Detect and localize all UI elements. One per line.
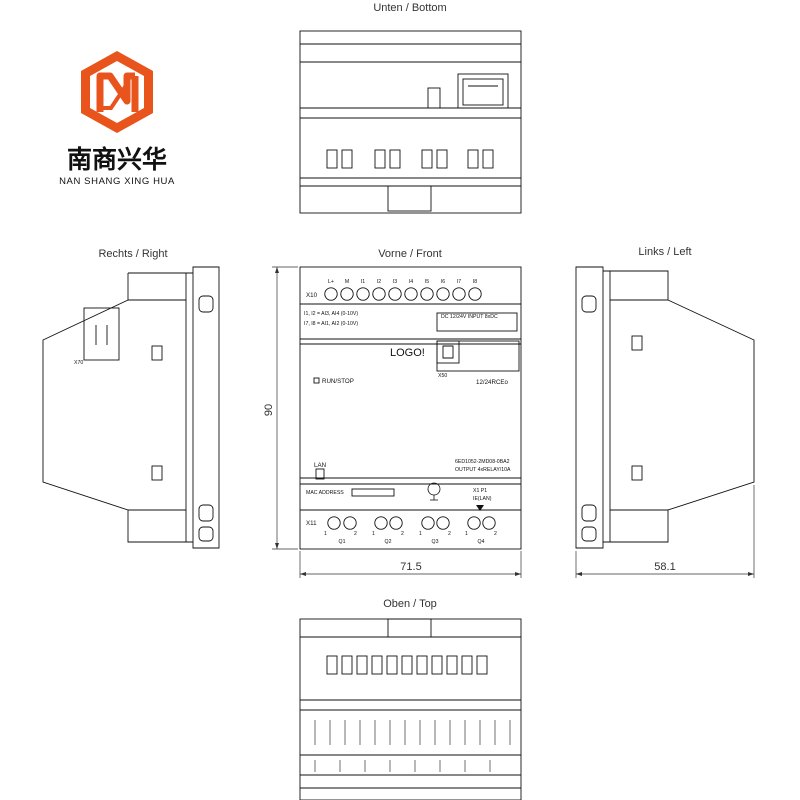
output-terminal-screws — [327, 516, 496, 530]
mac-label: MAC ADDRESS — [306, 490, 344, 496]
order-number: 6ED1052-2MD08-0BA2 — [455, 459, 510, 465]
input-label: I8 — [473, 279, 477, 285]
supply-spec: DC 12/24V INPUT 8xDC — [441, 314, 498, 320]
port-label-2: IE(LAN) — [473, 496, 492, 502]
pin-label: 2 — [354, 531, 357, 537]
output-label: Q1 — [339, 539, 346, 545]
hexagon-nh-logo-icon — [81, 51, 153, 133]
ground-symbol-icon — [427, 482, 441, 501]
pin-label: 2 — [448, 531, 451, 537]
slot-label: X50 — [438, 373, 447, 379]
brand-name-en: NAN SHANG XING HUA — [59, 176, 175, 187]
analog-line-2: I7, I8 = AI1, AI2 (0-10V) — [304, 321, 358, 327]
input-label: I5 — [425, 279, 429, 285]
pin-label: 1 — [465, 531, 468, 537]
top-terminal-row — [326, 655, 488, 675]
bottom-view — [299, 30, 522, 214]
brand-logo: 南商兴华 NAN SHANG XING HUA — [59, 51, 175, 187]
pin-label: 2 — [494, 531, 497, 537]
input-label: I2 — [377, 279, 381, 285]
analog-line-1: I1, I2 = AI3, AI4 (0-10V) — [304, 311, 358, 317]
view-label-top: Oben / Top — [383, 598, 437, 610]
run-stop-label: RUN/STOP — [322, 378, 354, 385]
input-label: I6 — [441, 279, 445, 285]
brand-name-cn: 南商兴华 — [67, 145, 167, 174]
dimension-width: 71.5 — [400, 561, 421, 573]
output-label: Q3 — [432, 539, 439, 545]
view-label-right: Rechts / Right — [98, 248, 167, 260]
output-label: Q2 — [385, 539, 392, 545]
right-side-view — [42, 266, 220, 549]
view-label-left: Links / Left — [638, 246, 691, 258]
input-label: I4 — [409, 279, 413, 285]
dimension-height: 90 — [263, 404, 275, 416]
port-label-1: X1 P1 — [473, 488, 487, 494]
output-pin-labels: 1 2 1 2 1 2 1 2 — [324, 531, 497, 537]
input-label: M — [345, 279, 349, 285]
pin-label: 1 — [419, 531, 422, 537]
logo-name: LOGO! — [390, 347, 425, 359]
lan-label: LAN — [314, 462, 326, 469]
pin-label: 1 — [324, 531, 327, 537]
input-terminal-labels: L+ M I1 I2 I3 I4 I5 I6 I7 I8 — [328, 279, 477, 285]
front-view: X10 L+ M I1 I2 I3 I4 I5 I6 I7 I8 I1, I2 … — [299, 266, 522, 550]
dimension-arrows — [275, 267, 754, 576]
input-label: I1 — [361, 279, 365, 285]
top-view — [299, 618, 522, 800]
ethernet-port-icon — [457, 73, 509, 109]
side-label: X70 — [74, 360, 83, 366]
input-terminal-screws — [324, 287, 482, 301]
input-label: L+ — [328, 279, 334, 285]
lan-arrow-icon — [476, 505, 484, 511]
terminal-block-bottom: X11 — [306, 520, 317, 527]
input-label: I7 — [457, 279, 461, 285]
dimension-depth: 58.1 — [654, 561, 675, 573]
input-label: I3 — [393, 279, 397, 285]
variant-label: 12/24RCEo — [476, 379, 509, 386]
output-spec: OUTPUT 4xRELAY/10A — [455, 467, 511, 473]
view-label-front: Vorne / Front — [378, 248, 442, 260]
pin-label: 1 — [372, 531, 375, 537]
view-label-bottom: Unten / Bottom — [373, 2, 446, 14]
dimension-lines — [272, 266, 755, 578]
pin-label: 2 — [401, 531, 404, 537]
left-side-view — [575, 266, 755, 549]
top-vent-rows — [314, 720, 511, 772]
output-labels: Q1 Q2 Q3 Q4 — [339, 539, 485, 545]
output-label: Q4 — [478, 539, 485, 545]
terminal-block-top: X10 — [306, 292, 318, 299]
bottom-terminal-row — [326, 149, 494, 169]
